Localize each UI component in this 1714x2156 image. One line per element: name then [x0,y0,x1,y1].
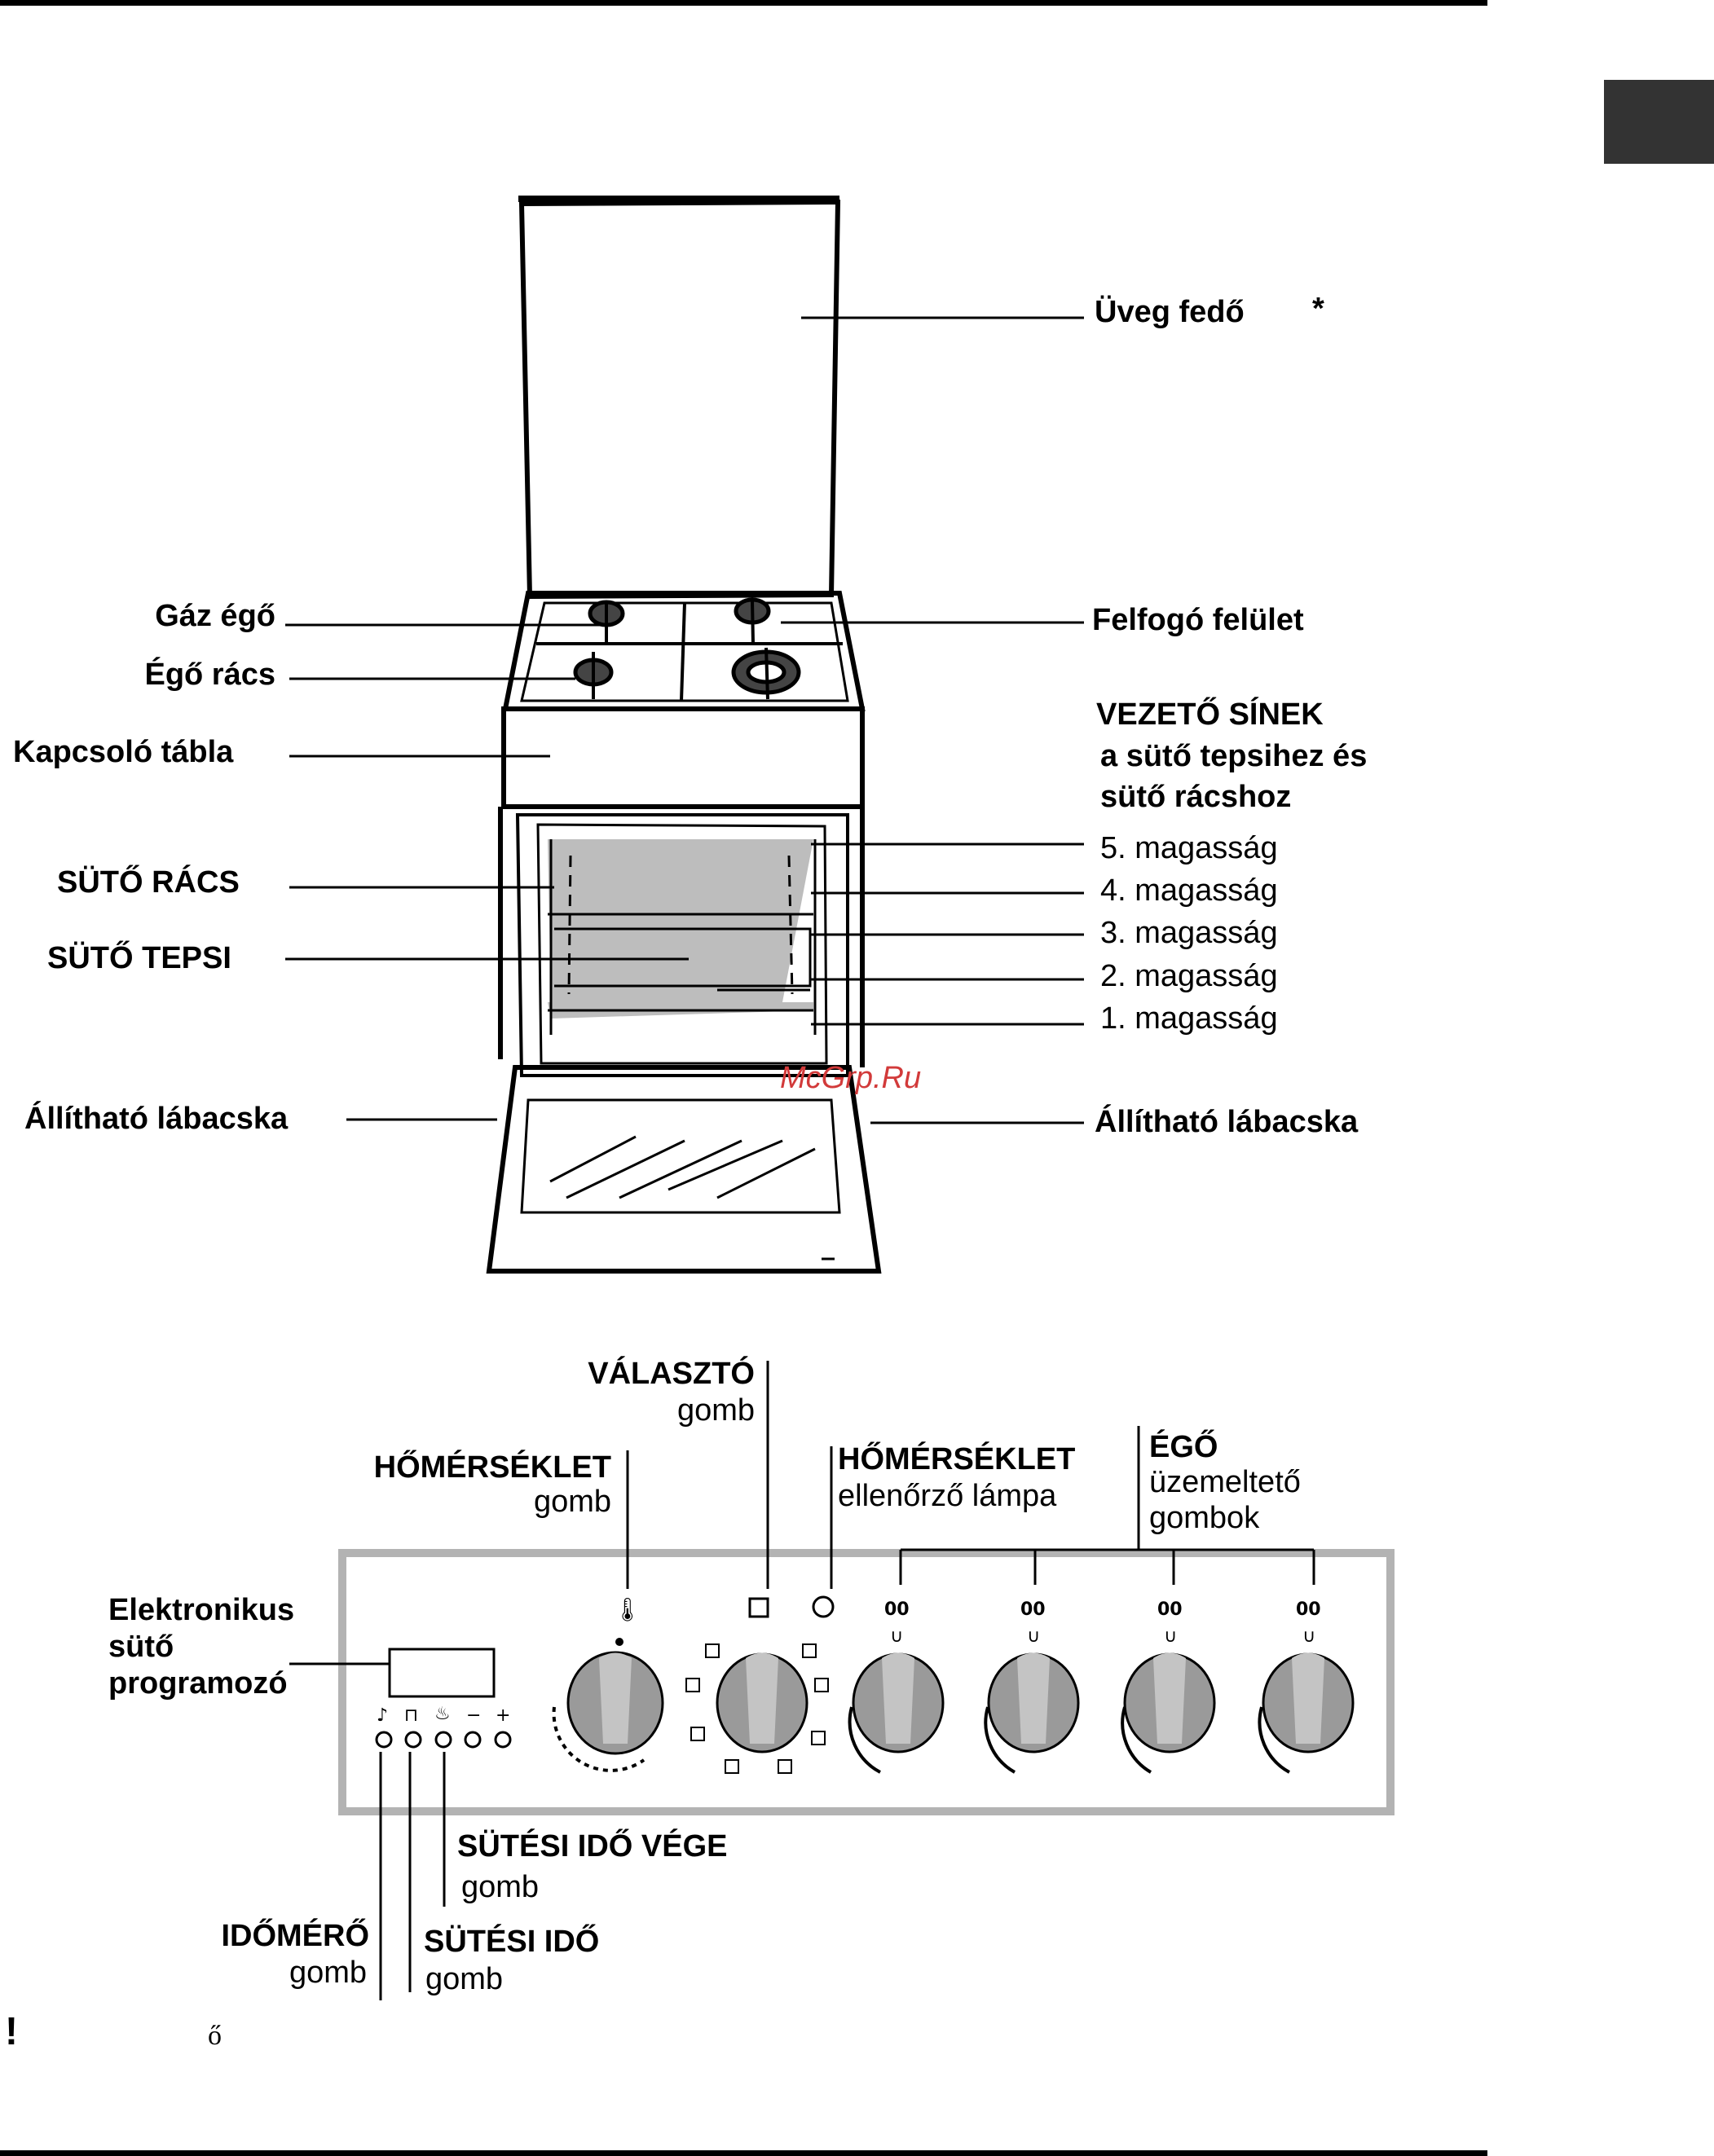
burner-dual-icon: 00 [884,1599,910,1620]
panel-leader-lines [289,1361,1315,2000]
burner-knob-4: 00 ∪ [1258,1599,1355,1774]
control-panel-label: Kapcsoló tábla [13,735,234,769]
minus-icon: − [466,1705,481,1726]
steam-icon: ♨ [434,1704,451,1724]
oven-tray-drawing [554,927,812,992]
svg-text:∪: ∪ [1302,1626,1315,1647]
burner-dual-icon: 00 [1296,1599,1321,1620]
selector-sub: gomb [676,1393,755,1428]
level-1-label: 1. magasság [1100,1001,1278,1036]
timer-sub: gomb [289,1956,367,1990]
glass-lid-label: Üveg fedő [1095,295,1245,329]
selector-title: VÁLASZTÓ [588,1357,755,1391]
glass-lid-drawing [518,196,841,600]
burner-sub1: üzemeltető [1149,1465,1301,1499]
burner-dual-icon: 00 [1157,1599,1183,1620]
oven-rack-label: SÜTŐ RÁCS [57,865,240,900]
end-time-title: SÜTÉSI IDŐ VÉGE [457,1829,728,1863]
level-5-label: 5. magasság [1100,831,1278,865]
asterisk-mark: * [1312,292,1324,326]
thermo-lamp-sub: ellenőrző lámpa [838,1479,1057,1513]
control-panel-drawing: ♪ ⊓ ♨ − + 🌡 [338,1549,1395,1815]
burner-title: ÉGŐ [1149,1430,1218,1464]
thermostat-title: HŐMÉRSÉKLET [373,1450,611,1485]
watermark-text: McGrp.Ru [780,1061,922,1095]
stray-character: ő [208,2021,222,2051]
burner-dual-icon: 00 [1020,1599,1046,1620]
thermostat-sub: gomb [533,1485,611,1519]
burner-2 [734,597,771,645]
programmer-line1: Elektronikus [108,1593,295,1627]
adjustable-foot-right-label: Állítható lábacska [1095,1105,1359,1139]
svg-text:∪: ∪ [1027,1626,1040,1647]
oven-tray-label: SÜTŐ TEPSI [47,941,231,975]
svg-text:∪: ∪ [890,1626,903,1647]
burner-1 [588,600,625,644]
bell-icon: ♪ [377,1705,388,1726]
end-time-sub: gomb [461,1870,540,1904]
guide-rails-line2: a sütő tepsihez és [1100,739,1368,773]
spill-surface-label: Felfogó felület [1092,603,1304,637]
oven-rack-drawing [548,855,813,995]
level-3-label: 3. magasság [1100,916,1278,950]
programmer-line3: programozó [108,1666,288,1701]
burner-knob-1: 00 ∪ [848,1599,945,1774]
timer-title: IDŐMÉRŐ [221,1919,369,1953]
lamp-circle-icon [812,1595,835,1618]
thermo-lamp-title: HŐMÉRSÉKLET [838,1442,1076,1476]
burner-3 [573,652,614,699]
selector-knob [685,1597,829,1774]
gas-burner-label: Gáz égő [155,599,275,633]
selector-square-icon [748,1597,769,1618]
burner-grate-label: Égő rács [144,658,275,692]
hob-drawing [502,591,866,711]
burner-knob-2: 00 ∪ [984,1599,1080,1774]
plus-icon: + [496,1705,510,1726]
burner-knob-3: 00 ∪ [1121,1599,1216,1774]
top-rule [0,0,1487,6]
warning-mark: ! [5,2010,18,2053]
level-4-label: 4. magasság [1100,873,1278,908]
stove-body-drawing [498,706,865,1077]
level-2-label: 2. magasság [1100,959,1278,993]
stove-leader-lines [285,316,1084,1124]
programmer-line2: sütő [108,1630,174,1664]
guide-rails-line3: sütő rácshoz [1100,780,1292,814]
burner-sub2: gombok [1149,1501,1260,1535]
cook-time-sub: gomb [425,1962,504,1996]
section-tab [1604,80,1714,164]
svg-text:∪: ∪ [1164,1626,1177,1647]
burner-4-large [731,647,801,700]
cook-time-title: SÜTÉSI IDŐ [424,1925,600,1959]
pan-icon: ⊓ [404,1705,418,1726]
guide-rails-title: VEZETŐ SÍNEK [1096,697,1324,732]
adjustable-foot-left-label: Állítható lábacska [24,1102,289,1136]
thermostat-knob: 🌡 [552,1596,664,1772]
oven-door-drawing [486,1065,882,1274]
bottom-rule [0,2150,1487,2156]
thermometer-icon: 🌡 [613,1596,642,1623]
